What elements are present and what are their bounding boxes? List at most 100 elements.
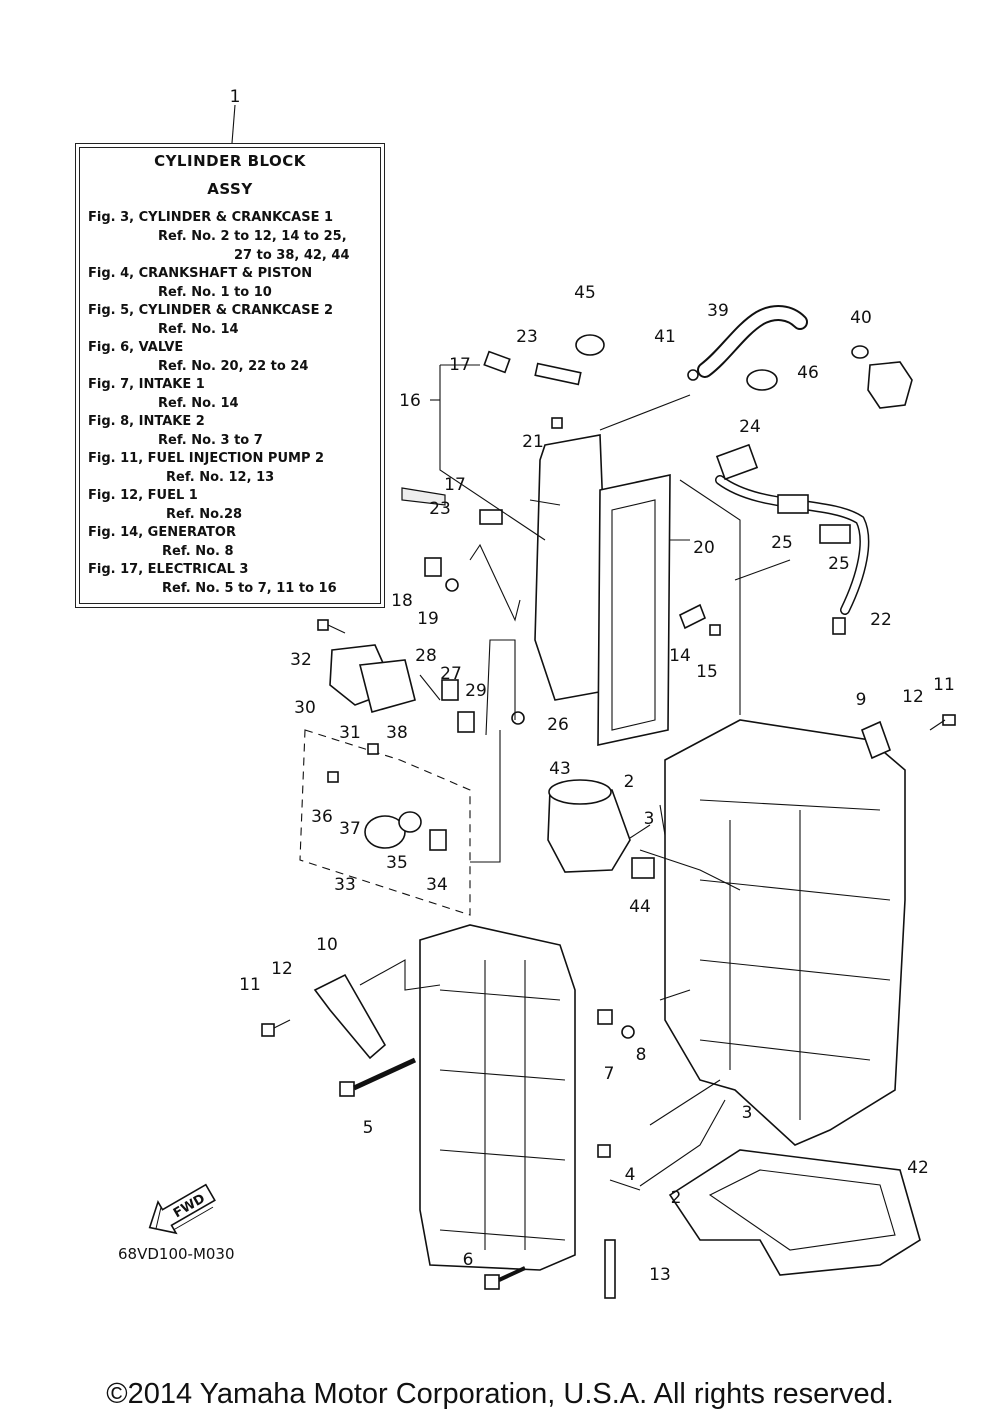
callout: 7 — [604, 1064, 615, 1084]
callout: 10 — [316, 935, 338, 955]
legend-line: Fig. 4, CRANKSHAFT & PISTON — [88, 266, 313, 281]
callout: 15 — [696, 662, 718, 682]
callout: 22 — [870, 610, 892, 630]
legend-line: Fig. 14, GENERATOR — [88, 525, 236, 540]
callout: 18 — [391, 591, 413, 611]
bolt-36-part — [327, 771, 339, 783]
clip-24-part — [715, 443, 759, 481]
bolt-5-part — [339, 1057, 417, 1097]
crankcase-part — [664, 719, 906, 1146]
callout: 3 — [644, 809, 655, 829]
legend-title-line1: CYLINDER BLOCK — [154, 152, 306, 170]
oring-19-part — [445, 578, 459, 592]
callout-1: 1 — [230, 87, 241, 107]
gasket-20-part — [597, 474, 671, 746]
callout: 5 — [363, 1118, 374, 1138]
legend-line: Fig. 11, FUEL INJECTION PUMP 2 — [88, 451, 325, 466]
bolt-11-left-part — [261, 1019, 291, 1037]
bolt-15-part — [709, 624, 721, 636]
callout: 6 — [463, 1250, 474, 1270]
callout: 12 — [271, 959, 293, 979]
legend-line: Ref. No. 14 — [158, 396, 239, 411]
plug-18-part — [424, 557, 442, 577]
callout: 23 — [516, 327, 538, 347]
callout: 25 — [771, 533, 793, 553]
legend-line: Ref. No. 8 — [162, 544, 234, 559]
callout: 38 — [386, 723, 408, 743]
callout: 28 — [415, 646, 437, 666]
callout: 40 — [850, 308, 872, 328]
stud-13-part — [604, 1239, 616, 1299]
callout: 35 — [386, 853, 408, 873]
callout: 32 — [290, 650, 312, 670]
callout: 24 — [739, 417, 761, 437]
bracket-10-part — [313, 973, 387, 1060]
plate-14-part — [678, 603, 707, 630]
callout: 23 — [429, 499, 451, 519]
seal-29-part — [457, 711, 475, 733]
callout: 9 — [856, 690, 867, 710]
callout: 4 — [625, 1165, 636, 1185]
short-hose-part — [534, 362, 582, 386]
thermostat-27-part — [441, 679, 459, 701]
spring-28-part — [419, 674, 441, 701]
copyright-footer: ©2014 Yamaha Motor Corporation, U.S.A. A… — [106, 1378, 894, 1410]
tube-fitting-part — [832, 617, 846, 635]
hose-clip-45-part — [575, 334, 605, 356]
bolt-21-part — [551, 417, 563, 429]
callout: 42 — [907, 1158, 929, 1178]
legend-line: Fig. 6, VALVE — [88, 340, 184, 355]
bracket-9-part — [860, 720, 892, 760]
oring-35-part — [398, 811, 422, 833]
cover-plate-part — [534, 434, 611, 701]
legend-title-line2: ASSY — [207, 180, 253, 198]
legend-line: Ref. No. 2 to 12, 14 to 25, — [158, 229, 347, 244]
callout: 8 — [636, 1045, 647, 1065]
callout: 37 — [339, 819, 361, 839]
bolt-38-part — [367, 743, 379, 755]
callout: 34 — [426, 875, 448, 895]
plug-7-part — [597, 1009, 613, 1025]
legend-leader-line — [231, 104, 236, 144]
hose-clip-46-part — [746, 369, 778, 391]
washer-8-part — [621, 1025, 635, 1039]
callout: 39 — [707, 301, 729, 321]
leader-lines — [359, 364, 791, 1191]
callout: 31 — [339, 723, 361, 743]
bolt-4-part — [597, 1144, 611, 1158]
legend-line: Fig. 7, INTAKE 1 — [88, 377, 205, 392]
legend-line: Ref. No. 5 to 7, 11 to 16 — [162, 581, 337, 596]
legend-line: Fig. 8, INTAKE 2 — [88, 414, 205, 429]
callout: 46 — [797, 363, 819, 383]
clip-25b-part — [819, 524, 851, 544]
fitting-17-upper-part — [483, 350, 511, 374]
clamp-40-part — [851, 345, 869, 359]
callout: 2 — [624, 772, 635, 792]
callout: 29 — [465, 681, 487, 701]
callout: 14 — [669, 646, 691, 666]
bolt-11-right-part — [929, 714, 956, 731]
legend-line: 27 to 38, 42, 44 — [234, 248, 350, 263]
oil-filter-part — [547, 789, 631, 873]
fitting-17-lower-part — [479, 509, 503, 525]
callout: 27 — [440, 664, 462, 684]
legend-line: Fig. 5, CYLINDER & CRANKCASE 2 — [88, 303, 334, 318]
legend-line: Fig. 12, FUEL 1 — [88, 488, 198, 503]
callout: 41 — [654, 327, 676, 347]
callout: 44 — [629, 897, 651, 917]
legend-line: Fig. 17, ELECTRICAL 3 — [88, 562, 249, 577]
callout: 19 — [417, 609, 439, 629]
callout-labels: 1 45 23 41 39 40 17 16 46 21 24 17 23 20… — [230, 87, 955, 1285]
callout: 25 — [828, 554, 850, 574]
cylinder-block-part — [419, 924, 576, 1271]
legend-line: Fig. 3, CYLINDER & CRANKCASE 1 — [88, 210, 334, 225]
legend-line: Ref. No.28 — [166, 507, 243, 522]
union-44-part — [631, 857, 655, 879]
legend-line: Ref. No. 12, 13 — [166, 470, 275, 485]
callout: 12 — [902, 687, 924, 707]
callout: 11 — [239, 975, 261, 995]
legend-line: Ref. No. 1 to 10 — [158, 285, 272, 300]
callout: 13 — [649, 1265, 671, 1285]
callout: 45 — [574, 283, 596, 303]
